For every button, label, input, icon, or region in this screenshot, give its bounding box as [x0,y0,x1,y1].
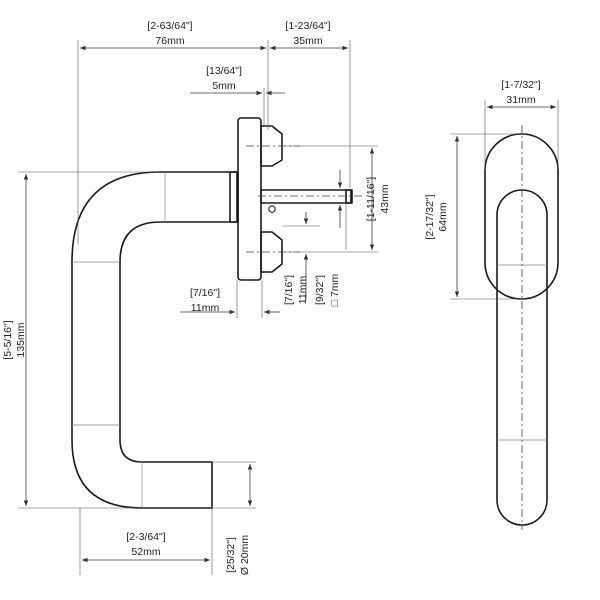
spindle-square-inch: [9/32"] [314,275,326,305]
rose-width-mm: 31mm [506,94,535,106]
front-view: [1-7/32"] 31mm [2-17/32"] 64mm [424,79,559,530]
rose-height-mm: 64mm [437,202,449,231]
neck-width-inch: [7/16"] [190,287,220,299]
grip-projection-inch: [2-3/64"] [126,531,165,543]
screw-boss-top [260,125,283,167]
rose-height-inch: [2-17/32"] [424,194,436,239]
handle-side-outline [71,171,238,509]
screw-spacing-mm: 43mm [379,184,391,213]
spindle-tip [345,189,353,204]
handle-length-mm: 135mm [15,322,27,357]
grip-diameter-inch: [25/32"] [225,537,237,573]
rose-depth-inch: [1-23/64"] [285,20,330,32]
side-view: [2-63/64"] 76mm [1-23/64"] 35mm [13/64"]… [2,20,391,575]
grip-diameter-mm: Ø 20mm [239,535,251,576]
handle-front-outline [496,189,548,526]
rose-width-inch: [1-7/32"] [501,79,540,91]
neck-width-mm: 11mm [191,302,220,314]
spindle-offset-inch: [7/16"] [283,275,295,305]
grub-screw [268,205,276,213]
screw-spacing-inch: [1-11/16"] [365,177,377,221]
plate-thickness-inch: [13/64"] [206,65,242,77]
screw-boss-bottom [260,231,283,273]
spindle [260,189,352,204]
plate-thickness-mm: 5mm [212,80,236,92]
total-width-mm: 76mm [155,35,184,47]
base-plate [237,117,262,281]
rose-depth-mm: 35mm [293,35,322,47]
handle-length-inch: [5-5/16"] [2,320,14,359]
spindle-offset-mm: 11mm [297,276,309,305]
total-width-inch: [2-63/64"] [147,20,192,32]
grip-projection-mm: 52mm [131,546,160,558]
spindle-square-mm: □ 7mm [329,273,341,306]
